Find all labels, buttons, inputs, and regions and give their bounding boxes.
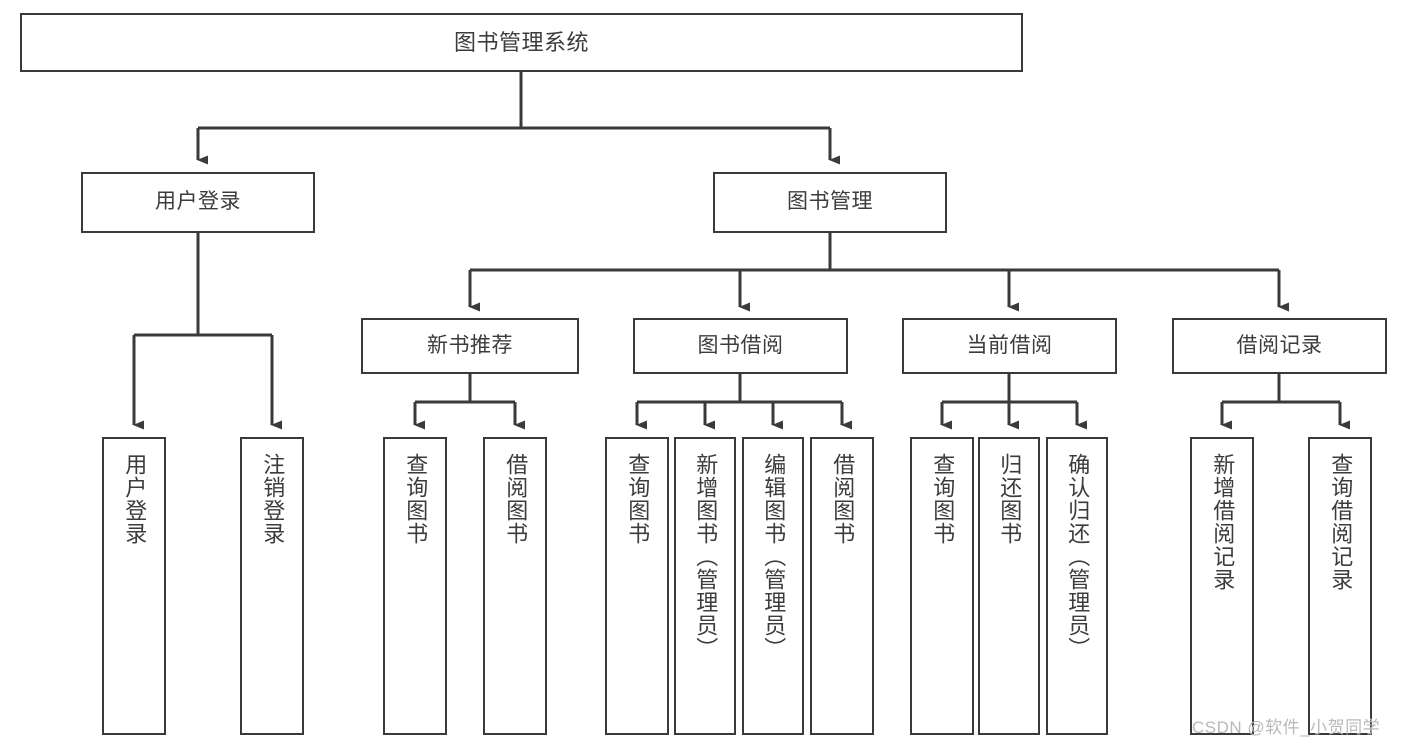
node-user-login-label: 用户登录 bbox=[155, 190, 241, 214]
node-leaf-edit-book[interactable]: 编辑图书（管理员） bbox=[742, 437, 804, 735]
node-root[interactable]: 图书管理系统 bbox=[20, 13, 1023, 72]
node-book-management-label: 图书管理 bbox=[787, 190, 873, 214]
node-current-borrow[interactable]: 当前借阅 bbox=[902, 318, 1117, 374]
node-leaf-query-book-2[interactable]: 查询图书 bbox=[605, 437, 669, 735]
node-leaf-query-book-3-label: 查询图书 bbox=[930, 453, 956, 545]
node-current-borrow-label: 当前借阅 bbox=[966, 333, 1053, 357]
node-leaf-query-book-3[interactable]: 查询图书 bbox=[910, 437, 974, 735]
node-leaf-query-record-label: 查询借阅记录 bbox=[1328, 453, 1354, 591]
node-book-borrow-label: 图书借阅 bbox=[697, 333, 784, 357]
node-leaf-add-record-label: 新增借阅记录 bbox=[1210, 453, 1236, 591]
node-leaf-borrow-book-1-label: 借阅图书 bbox=[503, 453, 529, 545]
node-leaf-user-login-label: 用户登录 bbox=[122, 453, 148, 545]
node-leaf-return-book-label: 归还图书 bbox=[997, 453, 1023, 545]
node-leaf-edit-book-label: 编辑图书（管理员） bbox=[761, 453, 787, 660]
node-leaf-add-book-label: 新增图书（管理员） bbox=[693, 453, 719, 660]
node-leaf-user-login[interactable]: 用户登录 bbox=[102, 437, 166, 735]
node-leaf-query-book-1-label: 查询图书 bbox=[403, 453, 429, 545]
node-leaf-logout-login[interactable]: 注销登录 bbox=[240, 437, 304, 735]
node-borrow-record-label: 借阅记录 bbox=[1236, 333, 1323, 357]
node-leaf-borrow-book-2-label: 借阅图书 bbox=[830, 453, 856, 545]
node-leaf-return-book[interactable]: 归还图书 bbox=[978, 437, 1040, 735]
node-leaf-borrow-book-2[interactable]: 借阅图书 bbox=[810, 437, 874, 735]
node-new-book-recommend[interactable]: 新书推荐 bbox=[361, 318, 579, 374]
node-leaf-borrow-book-1[interactable]: 借阅图书 bbox=[483, 437, 547, 735]
node-leaf-query-book-2-label: 查询图书 bbox=[625, 453, 651, 545]
csdn-watermark: CSDN @软件_小贺同学 bbox=[1192, 718, 1381, 737]
node-leaf-logout-login-label: 注销登录 bbox=[260, 453, 286, 545]
node-leaf-add-book[interactable]: 新增图书（管理员） bbox=[674, 437, 736, 735]
node-book-management[interactable]: 图书管理 bbox=[713, 172, 947, 233]
node-borrow-record[interactable]: 借阅记录 bbox=[1172, 318, 1387, 374]
node-user-login[interactable]: 用户登录 bbox=[81, 172, 315, 233]
node-leaf-query-book-1[interactable]: 查询图书 bbox=[383, 437, 447, 735]
node-new-book-recommend-label: 新书推荐 bbox=[427, 333, 513, 357]
node-leaf-confirm-return-label: 确认归还（管理员） bbox=[1065, 453, 1091, 660]
node-book-borrow[interactable]: 图书借阅 bbox=[633, 318, 848, 374]
node-leaf-query-record[interactable]: 查询借阅记录 bbox=[1308, 437, 1372, 735]
node-root-label: 图书管理系统 bbox=[453, 29, 589, 55]
node-leaf-confirm-return[interactable]: 确认归还（管理员） bbox=[1046, 437, 1108, 735]
node-leaf-add-record[interactable]: 新增借阅记录 bbox=[1190, 437, 1254, 735]
